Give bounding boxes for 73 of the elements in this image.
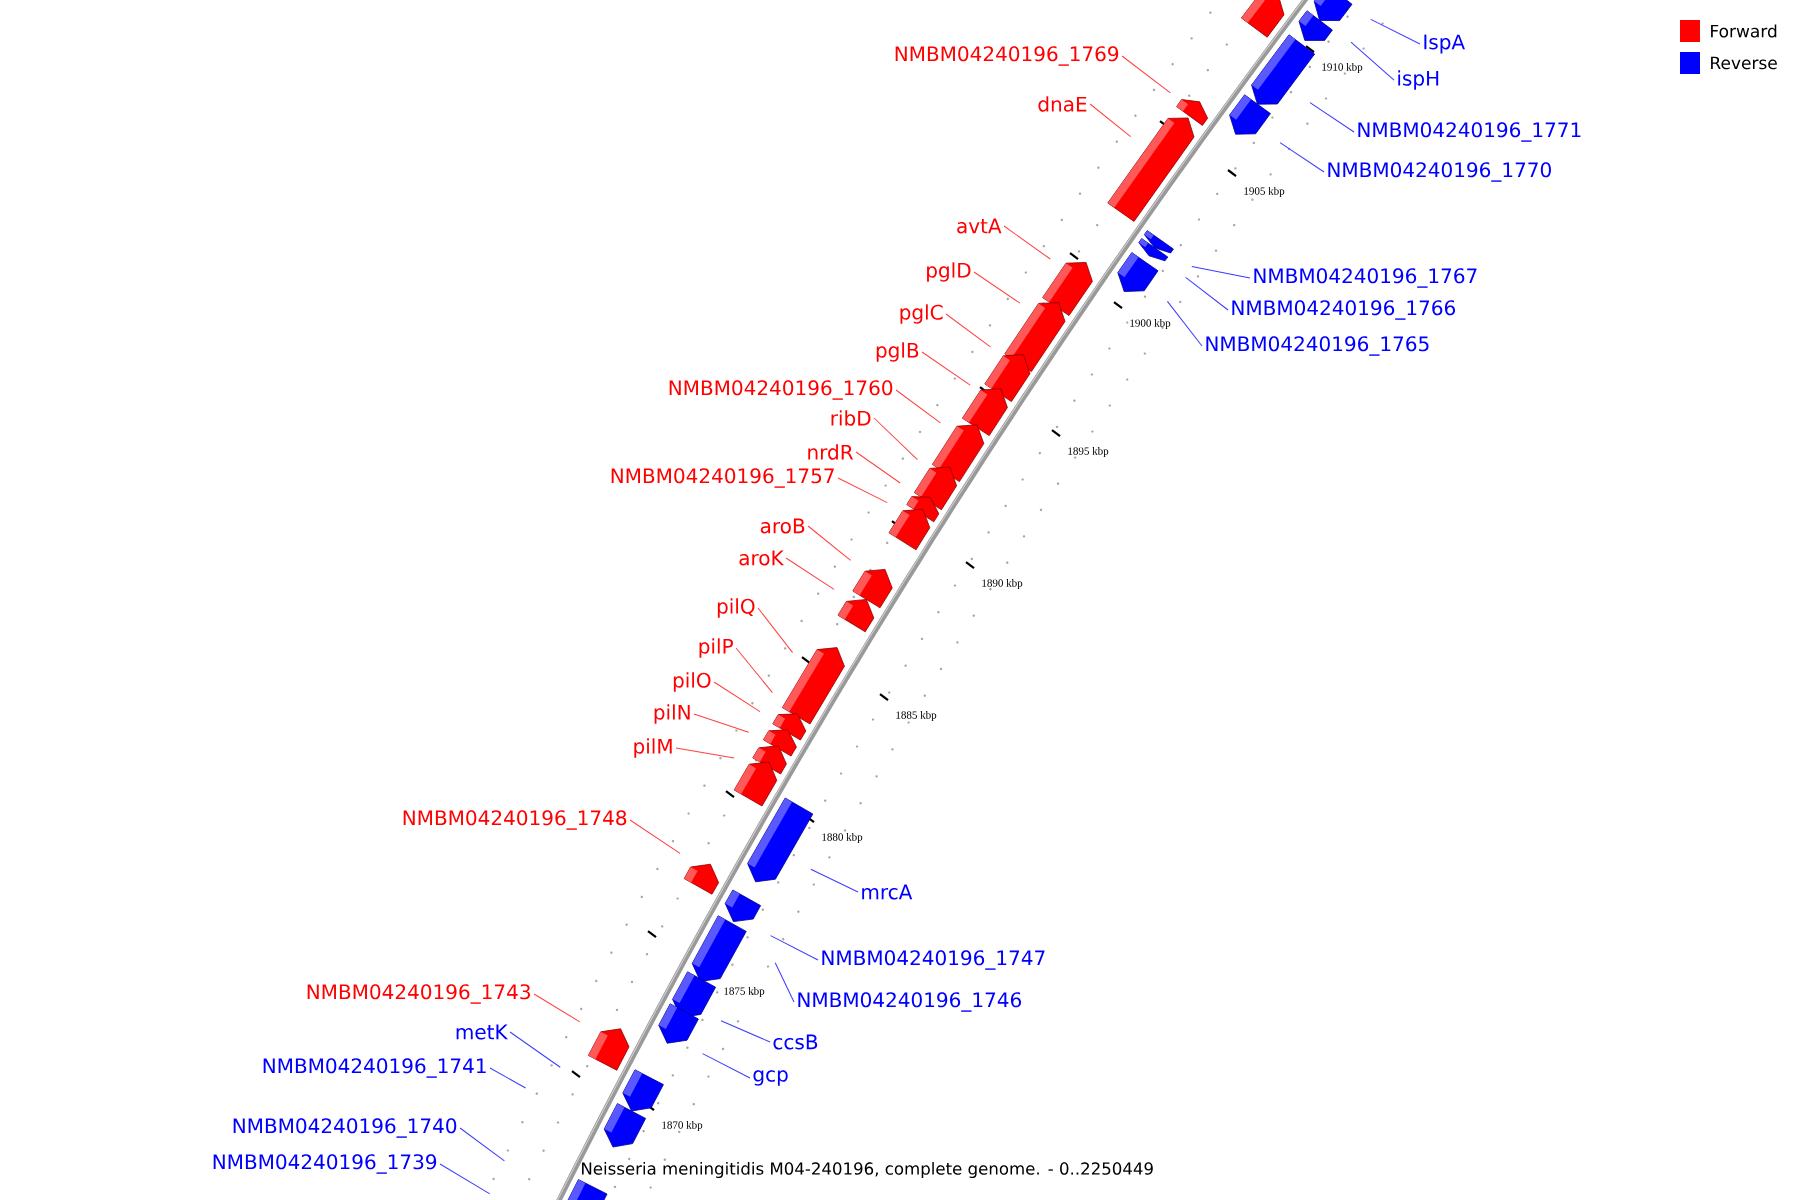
- gene-label: NMBM04240196_1741: [263, 1058, 486, 1078]
- leader-line: [439, 1163, 491, 1195]
- gene-label: mrcA: [862, 884, 913, 900]
- gene-label: NMBM04240196_1747: [822, 950, 1045, 970]
- caption: Neisseria meningitidis M04-240196, complete genome. - 0..2250449: [582, 1162, 1153, 1179]
- gene-label: pilN: [654, 704, 690, 724]
- gene-label: NMBM04240196_1767: [1254, 268, 1477, 288]
- gene-label: NMBM04240196_1740: [233, 1118, 457, 1138]
- leader-line: [459, 1127, 505, 1162]
- gene-label: pglD: [927, 262, 971, 282]
- gene-label: NMBM04240196_1770: [1328, 162, 1551, 182]
- leader-line: [810, 868, 859, 893]
- gene-label: metK: [456, 1024, 509, 1040]
- leader-line: [509, 1031, 561, 1068]
- gene-label: NMBM04240196_1746: [798, 992, 1021, 1012]
- gene-label: avtA: [957, 218, 1002, 234]
- leader-line: [629, 819, 681, 854]
- leader-line: [1370, 18, 1421, 45]
- leader-line: [693, 713, 750, 733]
- gene-label: NMBM04240196_1760: [669, 380, 893, 400]
- gene-label: NMBM04240196_1739: [213, 1154, 437, 1174]
- gene-label: pilP: [699, 638, 733, 658]
- leader-line: [855, 451, 901, 484]
- leader-line: [770, 935, 819, 961]
- leader-line: [757, 607, 794, 654]
- leader-line: [921, 351, 971, 386]
- gene-label: ispH: [1398, 70, 1439, 90]
- gene-label: pglB: [876, 342, 919, 362]
- leader-line: [1089, 103, 1132, 138]
- gene-label: dnaE: [1038, 96, 1087, 112]
- leader-line: [1166, 300, 1203, 347]
- leader-line: [489, 1067, 527, 1089]
- leader-line: [807, 525, 852, 561]
- gene-label: NMBM04240196_1765: [1206, 336, 1429, 356]
- leader-line: [873, 417, 918, 461]
- leader-line: [895, 389, 941, 424]
- gene-label: pglC: [900, 304, 943, 324]
- legend-label: Reverse: [1711, 56, 1777, 70]
- gene-label: NMBM04240196_1769: [895, 46, 1119, 66]
- gene-label: NMBM04240196_1748: [403, 810, 627, 830]
- gene-label: NMBM04240196_1771: [1358, 122, 1581, 142]
- gene-label: ribD: [831, 410, 871, 426]
- leader-line: [702, 1053, 751, 1079]
- gene-label: aroK: [739, 550, 785, 566]
- leader-line: [713, 681, 761, 713]
- gene-label: IspA: [1424, 34, 1465, 54]
- gene-label: aroB: [760, 518, 805, 534]
- leader-line: [675, 747, 735, 759]
- leader-line: [735, 647, 773, 694]
- gene-label: gcp: [753, 1070, 788, 1086]
- leader-line: [837, 477, 888, 504]
- gene-label: nrdR: [808, 444, 854, 460]
- leader-line: [1185, 276, 1229, 311]
- leader-line: [785, 557, 835, 590]
- leader-line: [1121, 55, 1171, 94]
- gene-label: ccsB: [773, 1034, 818, 1050]
- leader-line: [1350, 41, 1395, 81]
- leader-line: [1279, 142, 1325, 173]
- leader-line: [1309, 102, 1355, 133]
- gene-label: NMBM04240196_1766: [1232, 300, 1455, 320]
- leader-line: [1003, 225, 1051, 260]
- leader-line: [533, 993, 581, 1023]
- gene-label: NMBM04240196_1743: [307, 984, 530, 1004]
- leader-line: [973, 271, 1021, 304]
- leader-line: [720, 1020, 771, 1043]
- gene-label: pilM: [634, 738, 672, 758]
- leader-line: [774, 962, 795, 1003]
- leader-line: [1191, 265, 1251, 279]
- leader-line: [945, 313, 991, 348]
- gene-label: pilO: [673, 672, 711, 692]
- legend-label: Forward: [1711, 24, 1777, 38]
- gene-label: NMBM04240196_1757: [611, 468, 834, 488]
- gene-label: pilQ: [717, 598, 755, 618]
